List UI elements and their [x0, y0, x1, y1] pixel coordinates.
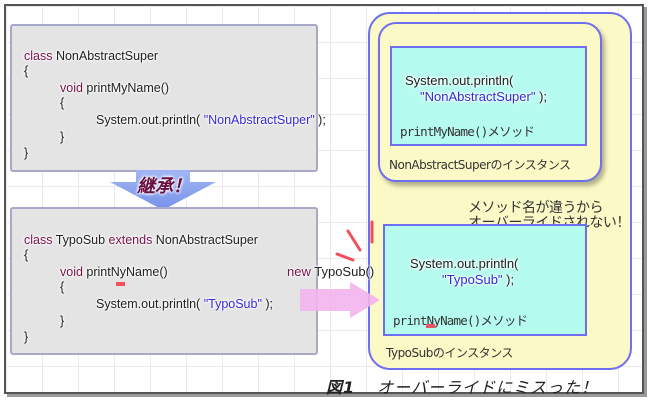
code-text: printMyName()	[82, 81, 170, 95]
code-line: {	[60, 280, 64, 294]
code-line: class NonAbstractSuper	[24, 49, 158, 63]
sub-class-code-box	[10, 207, 318, 355]
code-keyword: void	[60, 265, 83, 279]
super-method-code-end: );	[535, 89, 548, 104]
code-keyword: class	[24, 49, 53, 63]
code-line: System.out.println( "TypoSub" );	[96, 297, 273, 311]
sub-method-code-end: );	[502, 272, 515, 287]
super-method-label: printMyName()メソッド	[400, 124, 535, 139]
code-line: {	[60, 96, 64, 110]
sub-method-label: printNyName()メソッド	[393, 313, 528, 328]
super-method-string: "NonAbstractSuper"	[420, 89, 536, 104]
code-keyword: void	[60, 81, 83, 95]
super-instance-label: NonAbstractSuperのインスタンス	[389, 158, 571, 172]
code-string: "TypoSub"	[203, 297, 262, 311]
code-text: {	[24, 64, 29, 78]
code-keyword: class	[24, 233, 53, 247]
code-line: System.out.println( "NonAbstractSuper" )…	[96, 113, 326, 127]
super-method-code-line1: System.out.println(	[405, 73, 514, 88]
code-text: );	[314, 113, 326, 127]
inherit-label: 継承！	[137, 176, 191, 197]
figure-number: 図1	[326, 378, 356, 397]
code-text: System.out.println(	[96, 113, 204, 127]
code-text: TypoSub	[52, 233, 109, 247]
new-keyword: new	[287, 264, 311, 279]
sub-method-typo-marker	[426, 324, 435, 328]
sub-method-code-line2: "TypoSub" );	[442, 272, 514, 287]
code-line: void printNyName()	[60, 265, 168, 279]
code-string: "NonAbstractSuper"	[203, 113, 315, 127]
code-line: }	[60, 130, 64, 144]
figure-caption: 図1 オーバーライドにミスった！	[326, 374, 598, 398]
code-text: }	[24, 146, 29, 160]
super-method-code-line2: "NonAbstractSuper" );	[420, 89, 547, 104]
code-text: }	[60, 130, 65, 144]
code-line: void printMyName()	[60, 81, 169, 95]
code-text: NonAbstractSuper	[52, 49, 159, 63]
sub-method-code-line1: System.out.println(	[410, 256, 519, 271]
inherit-arrow-icon	[110, 170, 216, 210]
sub-method-string: "TypoSub"	[442, 272, 503, 287]
figure-caption-text: オーバーライドにミスった！	[377, 378, 598, 397]
code-text: {	[24, 248, 29, 262]
code-text: }	[60, 314, 65, 328]
sub-instance-label: TypoSubのインスタンス	[386, 346, 513, 360]
code-text: printNyName()	[82, 265, 168, 279]
code-text: NonAbstractSuper	[152, 233, 258, 247]
code-text: {	[60, 96, 65, 110]
code-line: }	[24, 330, 28, 344]
typo-marker	[116, 282, 125, 286]
super-method-box	[390, 46, 587, 146]
code-line: }	[24, 146, 28, 160]
code-line: class TypoSub extends NonAbstractSuper	[24, 233, 258, 247]
code-text: System.out.println(	[96, 297, 204, 311]
code-keyword: extends	[108, 233, 153, 247]
super-class-code-box	[10, 24, 318, 172]
override-note-line1: メソッド名が違うから	[468, 200, 603, 216]
sub-method-box	[383, 224, 587, 336]
code-line: {	[24, 64, 28, 78]
code-line: {	[24, 248, 28, 262]
code-text: }	[24, 330, 29, 344]
new-class-name: TypoSub()	[310, 264, 375, 279]
code-text: );	[261, 297, 274, 311]
new-typosub-call: new TypoSub()	[287, 264, 374, 279]
code-text: {	[60, 280, 65, 294]
code-line: }	[60, 314, 64, 328]
